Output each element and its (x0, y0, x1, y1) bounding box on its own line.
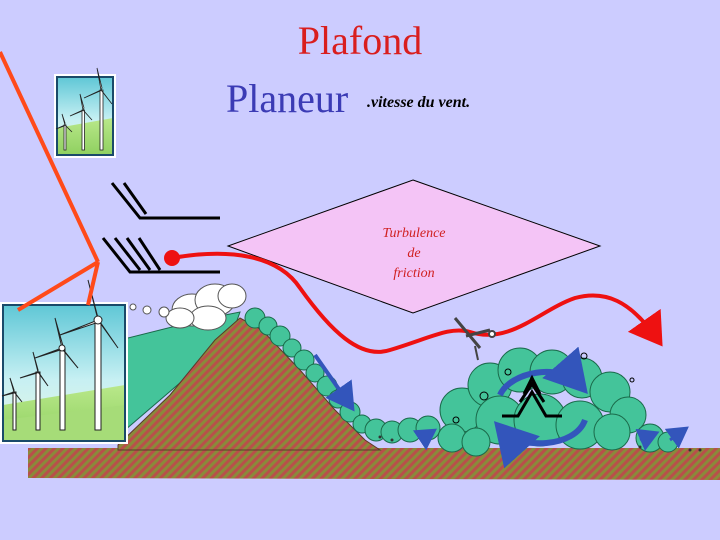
downslope-flow-arrow (313, 353, 355, 412)
title-plafond: Plafond (297, 18, 423, 63)
ground-flow-arrows (412, 426, 689, 451)
wind-turbine-icon-upper (55, 67, 113, 151)
mountain-ridge (117, 317, 382, 451)
glider-icon (453, 317, 496, 361)
turbulence-label-line-2: de (407, 246, 421, 261)
turbulence-label-line-3: friction (393, 266, 435, 281)
turbulence-diamond (226, 179, 602, 314)
glider-path-lines (0, 51, 100, 312)
rotor-arrow-icon (493, 346, 588, 469)
ground-base (28, 448, 720, 480)
rotor-small-marks (452, 352, 635, 424)
ground-small-marks (378, 435, 702, 452)
wind-farm-panel-upper (54, 74, 116, 158)
wind-turbine-icon (1, 279, 119, 431)
cloud-icon (165, 283, 247, 331)
turbulence-label: Turbulence de friction (364, 224, 464, 284)
title-wind-speed-note: .vitesse du vent. (367, 94, 471, 111)
turbulence-label-line-1: Turbulence (382, 226, 446, 241)
title-planeur: Planeur (226, 76, 349, 121)
wind-flow-curve (164, 250, 663, 354)
rotor-turbulence-symbol (502, 374, 562, 418)
